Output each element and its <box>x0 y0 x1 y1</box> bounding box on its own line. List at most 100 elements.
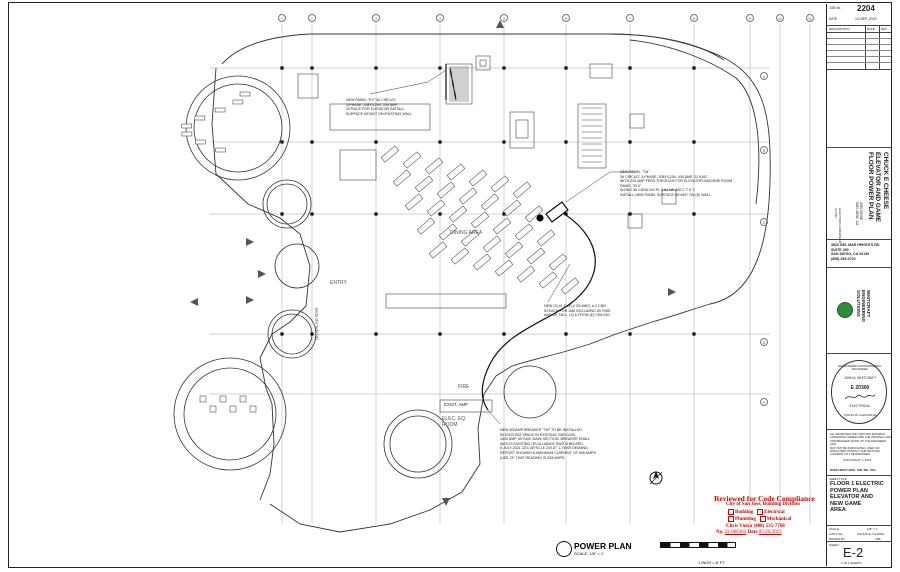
rev-header-rev: REV <box>881 27 888 31</box>
mechanical-checkbox <box>759 516 766 523</box>
column-marker <box>564 140 568 144</box>
copyright: COPYRIGHT © 2021 <box>843 458 872 462</box>
stamp-date: 05/26/2023 <box>758 530 782 536</box>
column-marker <box>374 212 378 216</box>
column-marker <box>502 212 506 216</box>
plan-title-bubble <box>556 541 572 557</box>
project-line-3: FLOOR POWER PLAN <box>866 152 874 220</box>
plumbing-checkbox <box>728 516 734 523</box>
project-line-2: ELEVATOR AND GAME <box>874 152 882 223</box>
drawing-info: SCALE 1/8" = 1' CAD FILE CHUCK-E-CH.DWG … <box>827 526 891 542</box>
column-marker <box>692 140 696 144</box>
booth-seat <box>214 107 226 113</box>
room-label-elec-room: ELEC. EQ. ROOM <box>442 416 467 428</box>
dining-table <box>472 253 492 271</box>
electrical-checkbox: × <box>757 508 764 515</box>
date-label: DATE <box>829 17 838 21</box>
dining-table <box>458 187 478 205</box>
grid-lines-vertical <box>281 24 811 524</box>
grid-bubble-col: 5 <box>500 14 508 22</box>
booth-seat <box>181 123 193 129</box>
game-cabinet <box>219 395 227 403</box>
dining-table <box>494 259 514 277</box>
dining-table <box>526 247 546 265</box>
sheet-title-1: FLOOR 1 ELECTRIC <box>830 481 884 487</box>
dining-table <box>436 181 456 199</box>
dining-table <box>424 157 444 175</box>
room-label-entry: ENTRY <box>330 280 347 286</box>
plan-scale: SCALE: 1/8" = 1' <box>574 551 604 556</box>
title-blank-area <box>827 70 891 148</box>
grid-bubble-col: 7 <box>626 14 634 22</box>
sheet-label: SHEET <box>829 543 840 547</box>
room-label-salad-bar: (E) SALAD BAR <box>314 307 319 340</box>
column-marker <box>374 140 378 144</box>
sheet-of: 1 OF 1 SHEETS <box>841 561 862 565</box>
note-breaker-line: (USE OF THAT READING IS 528 AMPS <box>500 455 565 460</box>
stamp-number-label: No. <box>716 530 724 536</box>
plan-title: POWER PLAN <box>574 541 632 551</box>
sheet-title-5: AREA <box>830 507 846 514</box>
rev-header-description: DESCRIPTION <box>829 27 850 31</box>
stamp-title: Reviewed for Code Compliance <box>714 494 815 503</box>
firm-logo-area: WHITCRAFT ENGINEERING SOLUTIONS <box>827 268 891 354</box>
note-breaker-line: A JULY 2021 CEC ARTICLE 220.87 1-YEAR DE… <box>500 446 588 451</box>
dining-table <box>524 205 544 223</box>
stamp-number: 22-066362 <box>724 530 747 536</box>
column-marker <box>280 66 284 70</box>
cad-label: CAD FILE <box>829 532 843 536</box>
engineer-seal-area: REGISTERED PROFESSIONAL ENGINEER JOHN A.… <box>827 354 891 430</box>
stamp-reviewer: Chris Vieira (408) 535-7768 <box>726 523 785 529</box>
sheet-title-2: POWER PLAN <box>830 487 868 494</box>
cad-value: CHUCK-E-CH.DWG <box>857 532 885 536</box>
job-label: JOB No. <box>829 6 842 10</box>
grid-bubble-row: D <box>760 338 768 346</box>
dining-table <box>548 253 568 271</box>
stamp-mechanical: Mechanical <box>766 517 792 523</box>
booth-seat <box>232 99 244 105</box>
copyright-note-2: APPEARING HEREIN ARE THE ORIGINAL AND <box>830 435 891 440</box>
drawn-label: DRAWN BY <box>829 537 846 541</box>
dining-tables <box>181 91 580 413</box>
room-label-dining: DINING AREA <box>450 230 483 236</box>
project-title-area: CHUCK E CHEESE ELEVATOR AND GAME FLOOR P… <box>827 148 891 243</box>
column-marker <box>438 212 442 216</box>
note-panel-ev-line: 3-PHASE, 208Y/120V, 200 AMP, <box>346 102 398 107</box>
seal-discipline: ELECTRICAL <box>849 404 871 408</box>
stamp-plumbing: Plumbing <box>735 517 756 523</box>
existing-breaker-label: EXIST. AMP <box>444 402 468 407</box>
grid-bubble-col: 11 <box>806 14 814 22</box>
column-marker <box>374 66 378 70</box>
dining-table <box>536 229 556 247</box>
column-marker <box>438 66 442 70</box>
grid-bubble-col: 4 <box>436 14 444 22</box>
game-cabinet <box>239 395 247 403</box>
equipment <box>297 55 677 413</box>
scale-value: 1/8" = 1' <box>867 527 878 531</box>
note-breaker-line: IN EXISTING SPACE IN EXISTING 208Y/120V, <box>500 432 577 437</box>
grid-bubble-col: 2 <box>308 14 316 22</box>
panel-tm-symbol <box>536 201 569 223</box>
dining-table <box>446 163 466 181</box>
sheet-title-area: SHEET TITLE FLOOR 1 ELECTRIC POWER PLAN … <box>827 476 891 526</box>
dining-table <box>428 241 448 259</box>
firm-address-4: (858) 259-0720 <box>831 256 856 261</box>
issue-date: 13-SEP-2022 <box>855 17 877 21</box>
dining-table <box>404 193 424 211</box>
dining-table <box>560 277 580 295</box>
structural-columns <box>280 66 696 336</box>
seal-ring-text: REGISTERED PROFESSIONAL ENGINEER <box>838 364 882 372</box>
rev-header-date: DATE <box>867 27 875 31</box>
note-panel-tm-line: INSTALL NEW PANEL SURFACE MOUNT ON (E) W… <box>620 192 711 197</box>
copyright-note-4: MAY NOT BE DUPLICATED, USED OR <box>830 445 880 450</box>
dining-table <box>480 193 500 211</box>
note-panel-ev: NEW PANEL "EV" 3# CIRCUIT,3-PHASE, 208Y/… <box>346 98 412 116</box>
grid-bubble-row: B <box>760 146 768 154</box>
firm-name-2: ENGINEERING <box>860 290 866 323</box>
note-panel-tm-line: SIZING 5# CATALOG PL 2-54 WL 400 C.T.S.T… <box>620 188 695 193</box>
firm-address-3: SAN DIEGO, CA 92130 <box>831 252 870 257</box>
booth-seat <box>181 131 193 137</box>
sheet-title-4: NEW GAME <box>830 500 862 507</box>
